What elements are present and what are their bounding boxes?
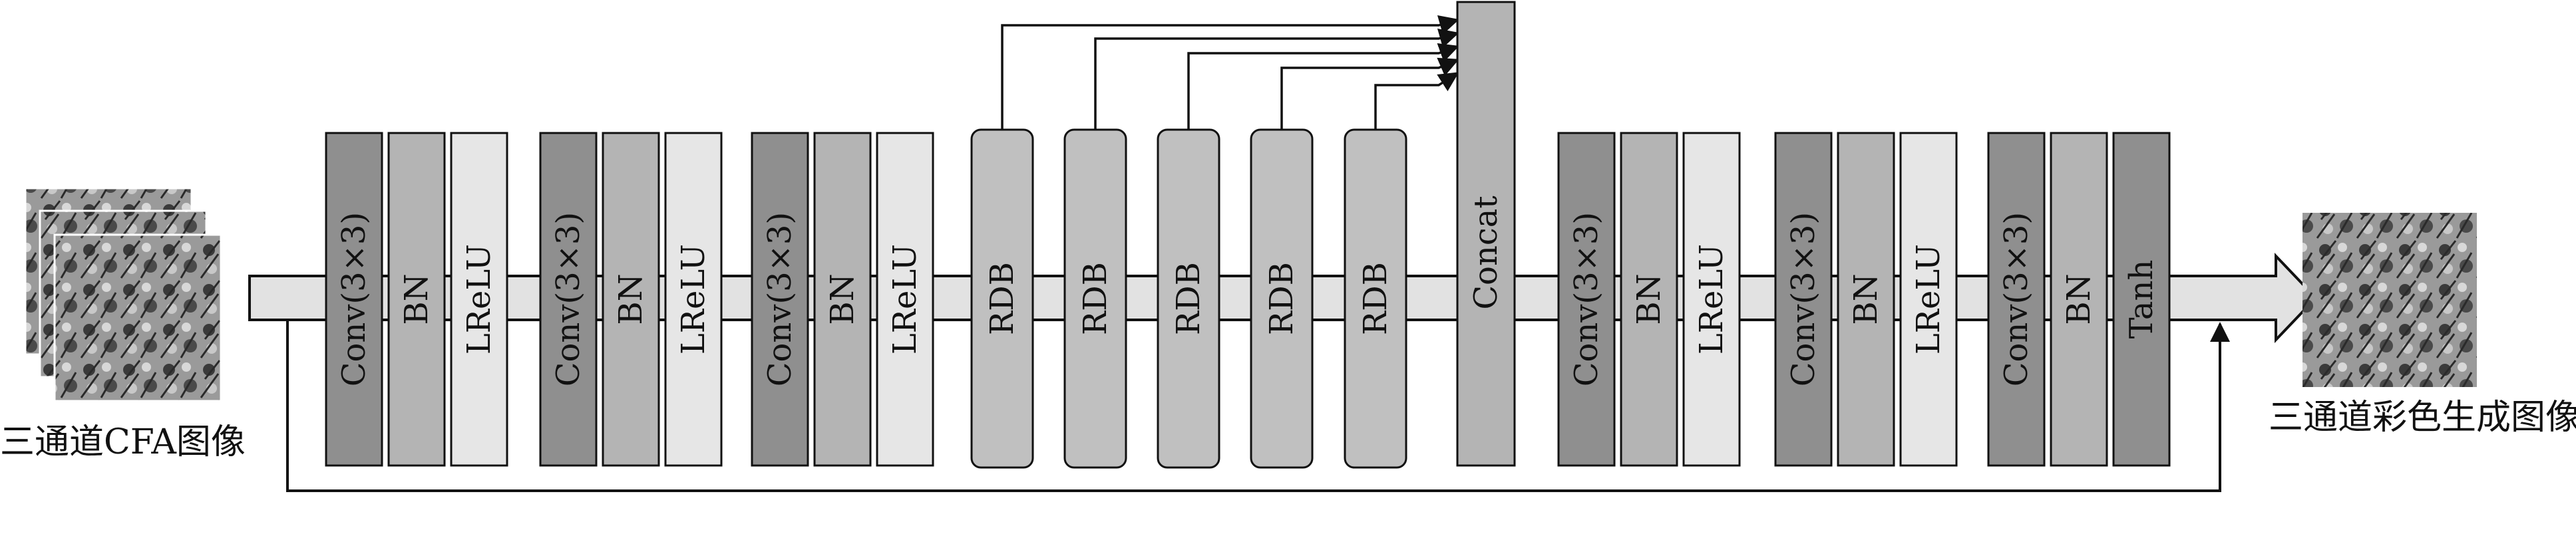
layer-blocks: Conv(3×3) BN LReLU Conv(3×3) BN LReLU Conv(3×3… bbox=[325, 128, 2171, 469]
rdb-concat-link bbox=[1001, 15, 1459, 130]
bn-layer-block bbox=[2050, 132, 2108, 467]
rdb-concat-link bbox=[1094, 28, 1459, 130]
layer-label: BN bbox=[1630, 273, 1668, 325]
conv-layer-block bbox=[325, 132, 383, 467]
bn-layer-block bbox=[602, 132, 660, 467]
layer-label: Conv(3×3) bbox=[1998, 212, 2035, 386]
bn-layer-block bbox=[813, 132, 872, 467]
output-image-caption: 三通道彩色生成图像 bbox=[2269, 398, 2576, 438]
rdb-label: RDB bbox=[1077, 262, 1114, 335]
layer-label: BN bbox=[1847, 273, 1885, 325]
layer-label: BN bbox=[612, 273, 649, 325]
layer-label: LReLU bbox=[886, 244, 924, 354]
conv-layer-block bbox=[539, 132, 598, 467]
act-layer-block bbox=[450, 132, 508, 467]
rdb-label: RDB bbox=[1170, 262, 1207, 335]
bn-layer-block bbox=[387, 132, 446, 467]
input-image-caption: 三通道CFA图像 bbox=[0, 422, 246, 462]
rdb-label: RDB bbox=[1357, 262, 1394, 335]
layer-label: Conv(3×3) bbox=[1568, 212, 1605, 386]
rdb-label: RDB bbox=[1263, 262, 1300, 335]
conv-layer-block bbox=[1987, 132, 2046, 467]
layer-label: BN bbox=[398, 273, 435, 325]
conv-layer-block bbox=[751, 132, 809, 467]
act-layer-block bbox=[664, 132, 723, 467]
conv-layer-block bbox=[2112, 132, 2171, 467]
bn-layer-block bbox=[1837, 132, 1895, 467]
rdb-label: RDB bbox=[984, 262, 1021, 335]
layer-label: Conv(3×3) bbox=[335, 212, 373, 386]
rdb-concat-link bbox=[1187, 43, 1459, 130]
conv-layer-block bbox=[1557, 132, 1616, 467]
rdb-concat-link bbox=[1280, 57, 1459, 130]
concat-label: Concat bbox=[1467, 196, 1505, 309]
layer-label: BN bbox=[824, 273, 861, 325]
concat-box bbox=[1456, 1, 1516, 467]
rdb-concat-link bbox=[1374, 72, 1459, 130]
layer-label: Conv(3×3) bbox=[761, 212, 799, 386]
layer-label: LReLU bbox=[460, 244, 498, 354]
layer-label: BN bbox=[2060, 273, 2098, 325]
rdb-to-concat-connections bbox=[1001, 15, 1459, 130]
global-skip-connection bbox=[286, 320, 2230, 492]
act-layer-block bbox=[1682, 132, 1741, 467]
act-layer-block bbox=[876, 132, 934, 467]
output-image bbox=[2302, 213, 2477, 387]
conv-layer-block bbox=[1774, 132, 1833, 467]
act-layer-block bbox=[1899, 132, 1958, 467]
layer-label: LReLU bbox=[675, 244, 712, 354]
layer-label: Conv(3×3) bbox=[1785, 212, 1822, 386]
layer-label: Conv(3×3) bbox=[550, 212, 587, 386]
layer-label: LReLU bbox=[1910, 244, 1947, 354]
layer-label: Tanh bbox=[2123, 260, 2160, 339]
concat-block: Concat bbox=[1456, 1, 1516, 467]
input-image-stack bbox=[24, 187, 222, 402]
bn-layer-block bbox=[1620, 132, 1678, 467]
layer-label: LReLU bbox=[1693, 244, 1730, 354]
